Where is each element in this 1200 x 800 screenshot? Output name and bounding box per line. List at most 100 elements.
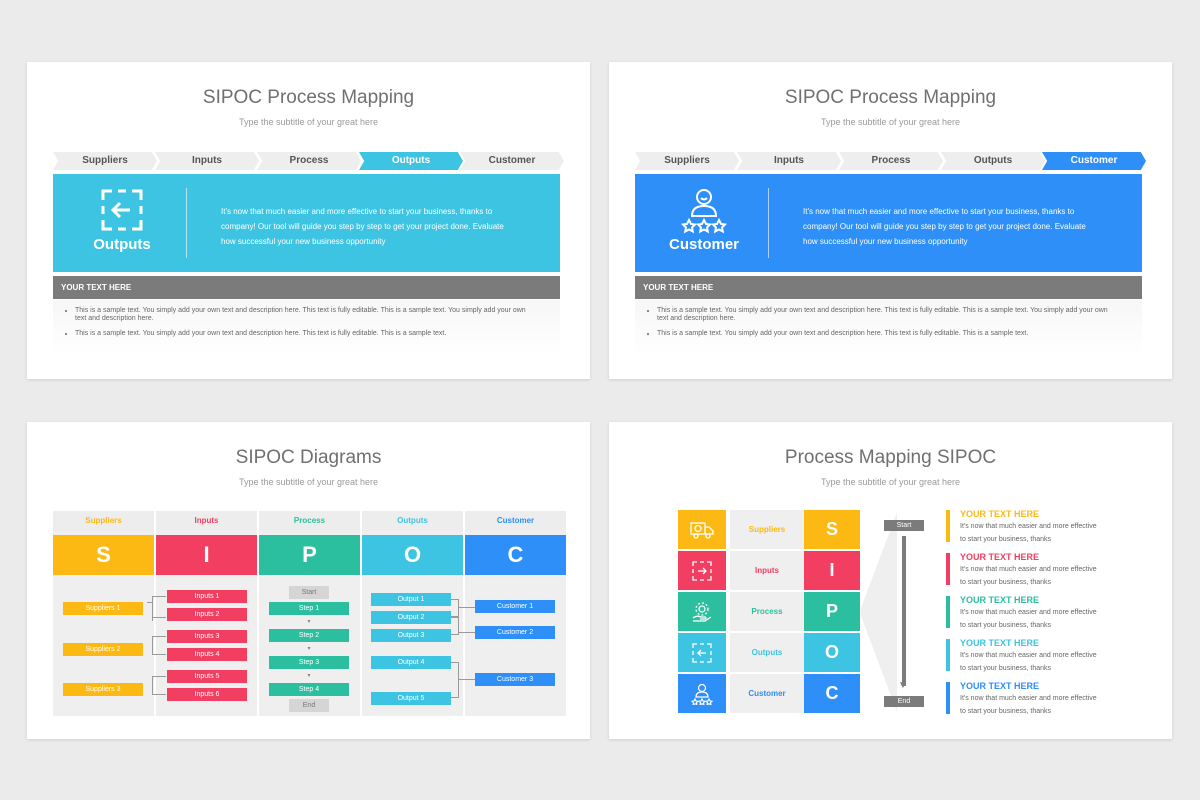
band-label: Outputs	[93, 236, 151, 253]
note-item: This is a sample text. You simply add yo…	[75, 330, 560, 338]
slide-title: SIPOC Process Mapping	[202, 87, 415, 108]
accent-bar	[946, 510, 950, 542]
band-icon-block: Customer	[635, 188, 773, 253]
customer-rating-icon	[691, 683, 713, 705]
step-customer-active: Customer	[1042, 152, 1146, 170]
section-bar: YOUR TEXT HERE	[635, 276, 1142, 299]
step-inputs: Inputs	[155, 152, 259, 170]
column-process: Process P Start Step 1 ▾ Step 2 ▾ Step 3…	[259, 511, 360, 716]
row-letter: I	[804, 551, 860, 590]
flow-funnel-shape	[861, 512, 897, 712]
notes-list: This is a sample text. You simply add yo…	[635, 300, 1142, 356]
connector-bracket	[451, 662, 459, 698]
connector-bracket	[152, 676, 166, 695]
band-description: It's now that much easier and more effec…	[803, 207, 1086, 246]
band-description: It's now that much easier and more effec…	[221, 207, 504, 246]
slide-subtitle: Type the subtitle of your great here	[820, 117, 961, 127]
column-header: Suppliers	[53, 511, 154, 531]
row-letter: S	[804, 510, 860, 549]
item-heading: YOUR TEXT HERE	[960, 595, 1040, 605]
item-heading: YOUR TEXT HERE	[960, 552, 1040, 562]
notes-list: This is a sample text. You simply add yo…	[53, 300, 560, 356]
band-icon-block: Outputs	[53, 188, 191, 253]
highlight-band: Outputs It's now that much easier and mo…	[53, 174, 560, 272]
highlight-band: Customer It's now that much easier and m…	[635, 174, 1142, 272]
customer-box: Customer 3	[475, 673, 555, 686]
down-arrow-icon: ▼	[898, 680, 908, 691]
row-icon-box	[678, 510, 726, 549]
step-process: Process	[839, 152, 943, 170]
down-arrow-icon: ▾	[307, 646, 311, 652]
item-heading: YOUR TEXT HERE	[960, 638, 1040, 648]
input-box: Inputs 1	[167, 590, 247, 603]
slide-subtitle: Type the subtitle of your great here	[238, 117, 379, 127]
down-arrow-icon: ▾	[307, 673, 311, 679]
item-heading: YOUR TEXT HERE	[960, 681, 1040, 691]
slide-sipoc-diagrams[interactable]: SIPOC Diagrams Type the subtitle of your…	[27, 422, 590, 739]
inputs-icon	[692, 560, 712, 581]
section-bar: YOUR TEXT HERE	[53, 276, 560, 299]
note-item: This is a sample text. You simply add yo…	[657, 307, 1142, 323]
connector-bracket	[152, 596, 166, 618]
flow-start-tag: Start	[884, 520, 924, 531]
process-step-box: Step 4	[269, 683, 349, 696]
row-icon-box	[678, 674, 726, 713]
slide-outputs[interactable]: SIPOC Process Mapping Type the subtitle …	[27, 62, 590, 379]
band-divider	[186, 188, 187, 258]
column-header: Process	[259, 511, 360, 531]
slide-customer[interactable]: SIPOC Process Mapping Type the subtitle …	[609, 62, 1172, 379]
process-step-box: Step 2	[269, 629, 349, 642]
gear-hand-icon	[692, 601, 712, 622]
item-text: It's now that much easier and more effec…	[960, 652, 1097, 672]
output-box: Output 1	[371, 593, 451, 606]
customer-box: Customer 1	[475, 600, 555, 613]
down-arrow-icon: ▾	[307, 619, 311, 625]
connector-bracket	[451, 599, 459, 617]
customer-rating-icon	[680, 189, 728, 234]
row-label: Process	[730, 592, 804, 631]
output-box: Output 5	[371, 692, 451, 705]
connector-line	[459, 632, 475, 633]
column-letter: I	[156, 535, 257, 575]
process-start-box: Start	[289, 586, 329, 599]
column-outputs: Outputs O Output 1 Output 2 Output 3 Out…	[362, 511, 463, 716]
flow-arrow-line	[902, 536, 906, 686]
row-label: Customer	[730, 674, 804, 713]
band-divider	[768, 188, 769, 258]
slide-subtitle: Type the subtitle of your great here	[238, 477, 379, 487]
item-text: It's now that much easier and more effec…	[960, 566, 1097, 586]
connector-bracket	[152, 636, 166, 655]
row-letter: C	[804, 674, 860, 713]
step-process: Process	[257, 152, 361, 170]
item-heading: YOUR TEXT HERE	[960, 509, 1040, 519]
connector-line	[147, 602, 152, 603]
slide-title: SIPOC Diagrams	[235, 447, 382, 468]
outputs-icon	[101, 189, 143, 231]
row-icon-box	[678, 592, 726, 631]
column-letter: S	[53, 535, 154, 575]
column-header: Outputs	[362, 511, 463, 531]
slide-process-mapping-sipoc[interactable]: Process Mapping SIPOC Type the subtitle …	[609, 422, 1172, 739]
note-item: This is a sample text. You simply add yo…	[657, 330, 1142, 338]
input-box: Inputs 4	[167, 648, 247, 661]
row-letter: O	[804, 633, 860, 672]
supplier-box: Suppliers 3	[63, 683, 143, 696]
column-header: Customer	[465, 511, 566, 531]
output-box: Output 2	[371, 611, 451, 624]
row-label: Inputs	[730, 551, 804, 590]
column-letter: C	[465, 535, 566, 575]
slide-subtitle: Type the subtitle of your great here	[820, 477, 961, 487]
process-end-box: End	[289, 699, 329, 712]
accent-bar	[946, 553, 950, 585]
process-step-box: Step 3	[269, 656, 349, 669]
slide-title: Process Mapping SIPOC	[784, 447, 997, 468]
customer-box: Customer 2	[475, 626, 555, 639]
connector-line	[459, 679, 475, 680]
item-text: It's now that much easier and more effec…	[960, 523, 1097, 543]
process-step-box: Step 1	[269, 602, 349, 615]
delivery-truck-icon	[690, 521, 714, 539]
row-letter: P	[804, 592, 860, 631]
step-suppliers: Suppliers	[635, 152, 739, 170]
outputs-icon	[692, 642, 712, 663]
sipoc-step-strip: Suppliers Inputs Process Outputs Custome…	[53, 152, 564, 170]
